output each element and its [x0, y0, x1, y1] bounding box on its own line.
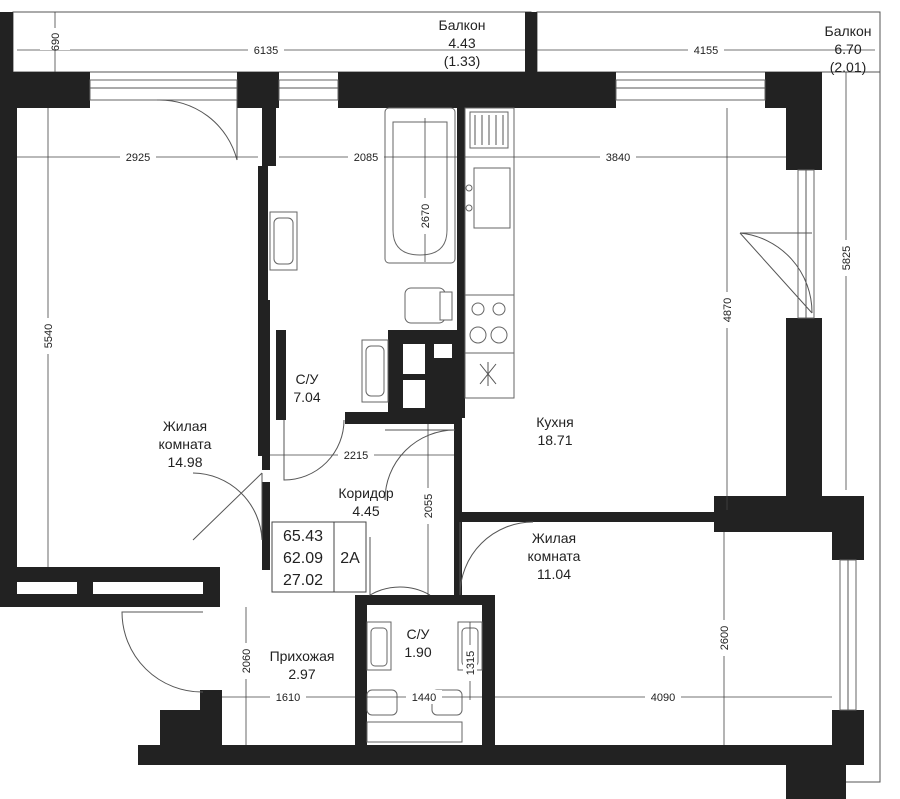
- balcony-left-name: Балкон: [439, 17, 486, 33]
- bathroom1-area: 7.04: [293, 389, 320, 405]
- dim-bath2-width: 1440: [412, 692, 436, 704]
- room-living2-label: Жилая комната 11.04: [528, 530, 581, 582]
- ventilation-shaft: [388, 330, 458, 416]
- balcony-left-end-wall: [0, 12, 13, 72]
- room-bathroom2-label: С/У 1.90: [404, 626, 431, 660]
- dim-right-total: 5825: [841, 246, 853, 270]
- living2-area: 11.04: [537, 566, 571, 582]
- dim-hallway-width: 1610: [276, 692, 300, 704]
- balcony-right-name: Балкон: [825, 23, 872, 39]
- bathtub: [384, 107, 456, 264]
- balcony-left-label: Балкон 4.43 (1.33): [439, 17, 486, 69]
- summary-residential-area: 27.02: [283, 572, 323, 589]
- living2-name-line1: Жилая: [532, 530, 576, 546]
- kitchen-counter: [464, 107, 515, 399]
- dim-corridor-depth: 2055: [423, 494, 435, 518]
- dim-corridor-width: 2215: [344, 450, 368, 462]
- balcony-right-area-alt: (2.01): [830, 59, 867, 75]
- door-swings: [121, 99, 813, 693]
- dim-bath1-depth: 2670: [420, 204, 432, 228]
- hallway-area: 2.97: [288, 666, 315, 682]
- living1-name-line1: Жилая: [163, 418, 207, 434]
- dim-bath1-width: 2085: [354, 152, 378, 164]
- kitchen-area: 18.71: [537, 432, 572, 448]
- dim-bath2-small: 1315: [465, 651, 477, 675]
- bathroom2-name: С/У: [407, 626, 430, 642]
- dim-living1-width: 2925: [126, 152, 150, 164]
- dim-balcony-depth: 690: [50, 33, 62, 51]
- living1-name-line2: комната: [159, 436, 212, 452]
- bathroom1-name: С/У: [296, 371, 319, 387]
- bath-sink-1: [269, 211, 298, 271]
- room-living1-label: Жилая комната 14.98: [159, 418, 212, 470]
- area-summary-box: 65.43 62.09 27.02 2А: [271, 521, 367, 593]
- balcony-right-area: 6.70: [834, 41, 861, 57]
- dim-living1-depth: 5540: [43, 324, 55, 348]
- room-bathroom1-label: С/У 7.04: [293, 371, 320, 405]
- dim-kitchen-depth: 4870: [722, 298, 734, 322]
- dimension-labels: 690 6135 4155 2925 2085 3840 2670 5540 4…: [40, 28, 853, 704]
- balcony-left-area: 4.43: [448, 35, 475, 51]
- balcony-right-label: Балкон 6.70 (2.01): [825, 23, 872, 75]
- windows: [89, 79, 857, 711]
- kitchen-name: Кухня: [536, 414, 573, 430]
- room-hallway-label: Прихожая 2.97: [270, 648, 335, 682]
- corridor-name: Коридор: [338, 485, 394, 501]
- room-corridor-label: Коридор 4.45: [338, 485, 394, 519]
- dim-kitchen-width: 3840: [606, 152, 630, 164]
- bathroom2-area: 1.90: [404, 644, 431, 660]
- summary-total-area: 65.43: [283, 528, 323, 545]
- dim-living2-width: 4090: [651, 692, 675, 704]
- dim-hallway-depth: 2060: [241, 649, 253, 673]
- summary-apartment-type: 2А: [340, 550, 360, 567]
- toilet-1: [404, 287, 453, 324]
- summary-living-area: 62.09: [283, 550, 323, 567]
- dim-living2-depth: 2600: [719, 626, 731, 650]
- balcony-left-area-alt: (1.33): [444, 53, 481, 69]
- hallway-name: Прихожая: [270, 648, 335, 664]
- room-kitchen-label: Кухня 18.71: [536, 414, 573, 448]
- walls: [0, 72, 864, 799]
- bath-sink-2: [361, 339, 389, 403]
- dim-balcony-right-width: 4155: [694, 45, 718, 57]
- living1-area: 14.98: [167, 454, 202, 470]
- balcony-separator-wall: [525, 12, 537, 72]
- dim-balcony-left-width: 6135: [254, 45, 278, 57]
- living2-name-line2: комната: [528, 548, 581, 564]
- corridor-area: 4.45: [352, 503, 379, 519]
